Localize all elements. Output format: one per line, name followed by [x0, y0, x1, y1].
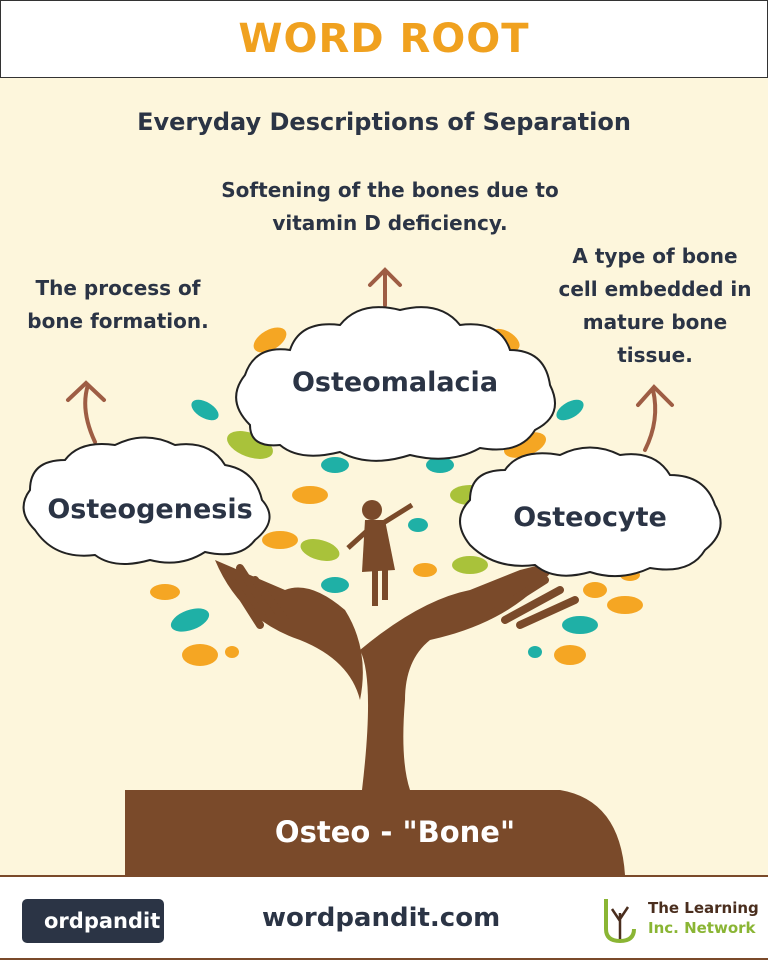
- word-osteogenesis: Osteogenesis: [47, 494, 253, 525]
- wordpandit-logo-text: ordpandit: [44, 909, 161, 933]
- header: WORD ROOT: [0, 0, 768, 78]
- arrow-up-center-icon: [368, 267, 402, 307]
- learning-network-logo[interactable]: The Learning Inc. Network: [600, 895, 760, 945]
- leaves: [150, 327, 643, 666]
- network-line2: Inc. Network: [648, 919, 756, 937]
- cloud-center: [235, 306, 556, 462]
- site-link[interactable]: wordpandit.com: [262, 903, 501, 933]
- network-line1: The Learning: [648, 899, 759, 917]
- word-osteomalacia: Osteomalacia: [291, 367, 499, 398]
- description-osteogenesis: The process of bone formation.: [27, 276, 209, 333]
- tree-logo-icon: [604, 899, 636, 944]
- root-label: Osteo - "Bone": [274, 815, 516, 849]
- description-osteocyte: A type of bone cell embedded in mature b…: [558, 244, 752, 367]
- word-osteocyte: Osteocyte: [513, 502, 667, 533]
- arrows: [66, 267, 674, 452]
- subtitle: Everyday Descriptions of Separation: [137, 108, 631, 136]
- ground-mound: [125, 790, 625, 875]
- description-osteomalacia: Softening of the bones due to vitamin D …: [221, 178, 559, 235]
- trunk-right-hand: [360, 560, 560, 790]
- arrow-up-right-icon: [636, 384, 674, 452]
- cloud-right: [459, 446, 722, 578]
- footer: ordpandit wordpandit.com The Learning In…: [0, 875, 768, 960]
- cloud-left: [22, 436, 271, 565]
- wordpandit-logo[interactable]: ordpandit: [22, 899, 164, 943]
- girl-silhouette: [346, 500, 414, 606]
- left-hand: [215, 560, 363, 700]
- page-title: WORD ROOT: [238, 16, 530, 62]
- arrow-up-left-icon: [66, 380, 106, 444]
